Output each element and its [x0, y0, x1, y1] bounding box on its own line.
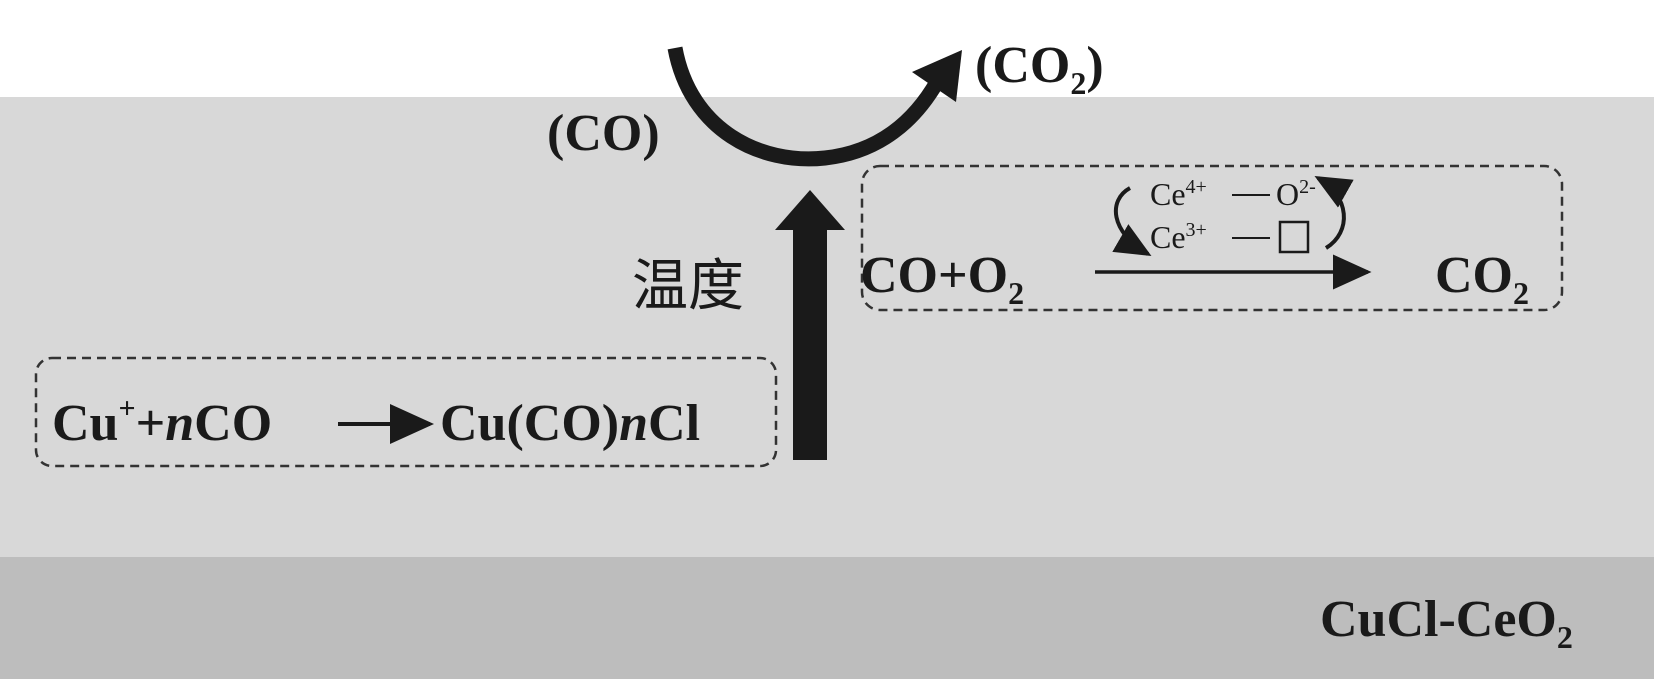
support-layer [0, 557, 1654, 679]
ce4-oxide-label: Ce4+ [1150, 176, 1207, 212]
co2-product-label: (CO2) [975, 37, 1104, 101]
co-oxidation-reactants: CO+O2 [860, 247, 1024, 311]
ceria-redox-box [860, 164, 1564, 312]
oxidation-arrowhead [912, 50, 962, 102]
reoxidation-cycle-arrow [1314, 176, 1354, 250]
cu-complex-reactants: Cu++nCO [52, 392, 272, 452]
temperature-arrow-shaft [793, 228, 827, 460]
cu-complex-box [34, 356, 778, 468]
reduction-cycle-arrow [1112, 186, 1152, 257]
ce3-vacancy-label: Ce3+ [1150, 219, 1207, 255]
cu-complex-product: Cu(CO)nCl [440, 395, 700, 452]
temperature-arrow-head [775, 190, 845, 230]
oxidation-curved-arrow [667, 46, 944, 167]
oxide-ion-label: O2- [1276, 176, 1316, 212]
co-oxidation-product: CO2 [1435, 247, 1529, 311]
co-reactant-label: (CO) [547, 105, 660, 162]
support-label: CuCl-CeO2 [1320, 591, 1573, 655]
temperature-label: 温度 [632, 256, 744, 318]
oxygen-vacancy-square [1278, 220, 1310, 254]
